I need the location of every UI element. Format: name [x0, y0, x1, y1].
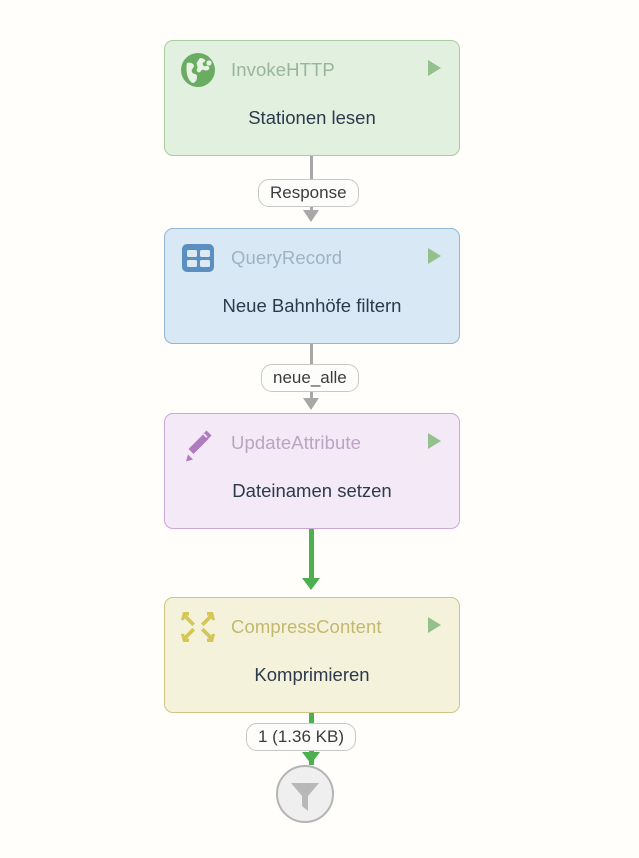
connection-line-active[interactable] — [309, 529, 314, 582]
play-icon[interactable] — [428, 248, 441, 264]
node-type-label: QueryRecord — [231, 247, 343, 268]
play-icon[interactable] — [428, 60, 441, 76]
connection-arrow-neue-alle — [303, 398, 319, 410]
funnel-icon — [291, 783, 319, 811]
table-grid-icon — [179, 239, 217, 277]
connection-arrow-active — [302, 578, 320, 590]
node-type-label: UpdateAttribute — [231, 432, 362, 453]
compress-arrows-icon — [179, 608, 217, 646]
node-type-label: InvokeHTTP — [231, 59, 335, 80]
node-name-label: Komprimieren — [254, 664, 370, 685]
node-header: UpdateAttribute — [165, 414, 459, 472]
pencil-icon — [179, 424, 217, 462]
node-name-label: Neue Bahnhöfe filtern — [222, 295, 402, 316]
connection-label-output[interactable]: 1 (1.36 KB) — [246, 723, 356, 752]
node-type-label: CompressContent — [231, 616, 382, 637]
node-header: QueryRecord — [165, 229, 459, 287]
globe-icon — [179, 51, 217, 89]
node-header: InvokeHTTP — [165, 41, 459, 99]
play-icon[interactable] — [428, 617, 441, 633]
connection-arrow-response — [303, 210, 319, 222]
funnel-terminus[interactable] — [276, 765, 334, 823]
connection-label-neue-alle[interactable]: neue_alle — [261, 364, 359, 393]
processor-node-invokehttp[interactable]: InvokeHTTP Stationen lesen — [164, 40, 460, 156]
processor-node-compresscontent[interactable]: CompressContent Komprimieren — [164, 597, 460, 713]
connection-arrow-output — [302, 752, 320, 764]
processor-node-queryrecord[interactable]: QueryRecord Neue Bahnhöfe filtern — [164, 228, 460, 344]
node-header: CompressContent — [165, 598, 459, 656]
node-name-label: Stationen lesen — [248, 107, 376, 128]
play-icon[interactable] — [428, 433, 441, 449]
node-name-label: Dateinamen setzen — [232, 480, 392, 501]
connection-label-response[interactable]: Response — [258, 179, 359, 208]
processor-node-updateattribute[interactable]: UpdateAttribute Dateinamen setzen — [164, 413, 460, 529]
